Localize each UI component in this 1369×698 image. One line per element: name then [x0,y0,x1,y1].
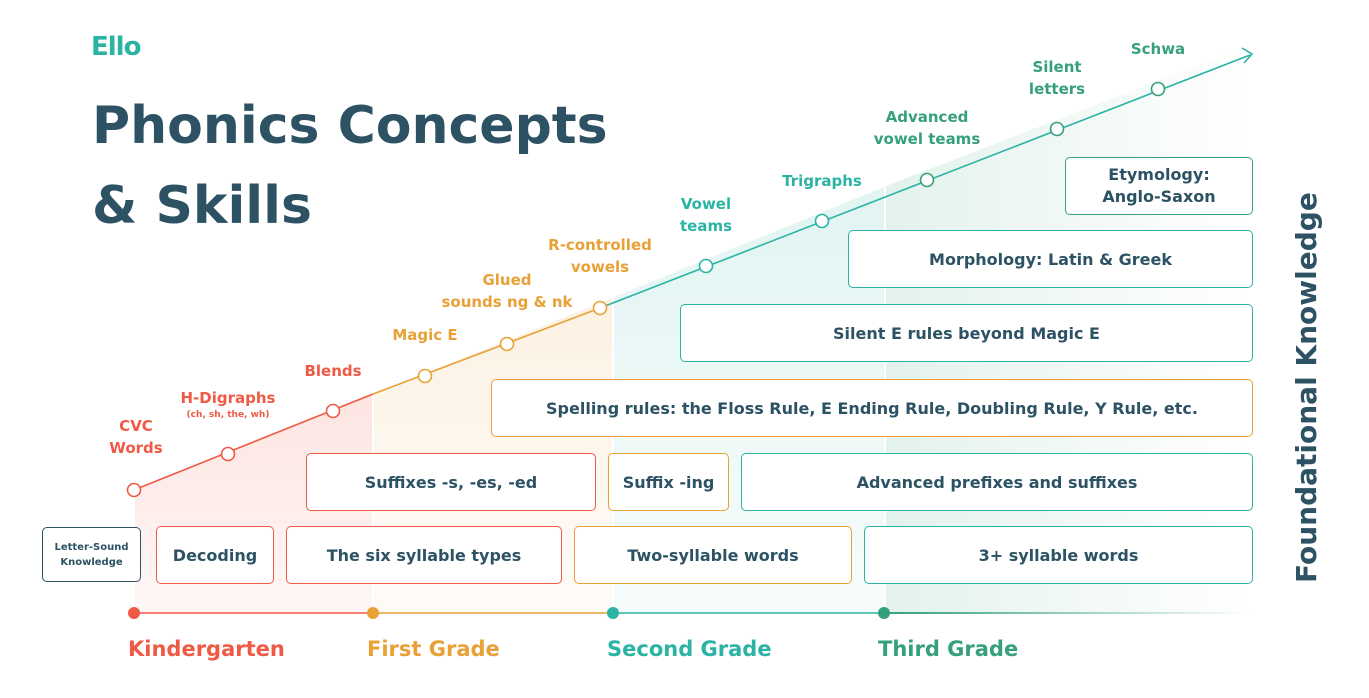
milestone-schwa: Schwa [1130,40,1186,58]
grade-dot-third [878,607,890,619]
side-label-foundational-knowledge: Foundational Knowledge [1290,192,1323,583]
milestone-blends: Blends [304,362,362,380]
progress-line-yellow [372,307,601,395]
milestone-dot [698,258,714,274]
milestone-advanced-vowel-teams: Advanced vowel teams [873,108,981,148]
box-three-syllable-words: 3+ syllable words [864,526,1253,584]
milestone-h-digraphs: H-Digraphs(ch, sh, the, wh) [180,389,276,420]
grade-axis-3 [884,612,1250,614]
milestone-vowel-teams: Vowel teams [679,195,733,235]
box-six-syllable-types: The six syllable types [286,526,562,584]
page-title-line2: & Skills [92,176,312,236]
grade-dot-second [607,607,619,619]
arrow-head-icon [1241,47,1254,64]
box-silent-e-rules: Silent E rules beyond Magic E [680,304,1253,362]
milestone-dot [499,336,515,352]
milestone-dot [592,300,608,316]
page-title-line1: Phonics Concepts [92,96,608,156]
grade-kindergarten: Kindergarten [128,637,285,661]
grade-dot-first [367,607,379,619]
ello-logo: Ello [91,32,141,62]
grade-dot-kindergarten [128,607,140,619]
milestone-r-controlled: R-controlled vowels [548,236,652,276]
milestone-dot [1150,81,1166,97]
box-etymology: Etymology: Anglo-Saxon [1065,157,1253,215]
grade-second: Second Grade [607,637,772,661]
box-morphology: Morphology: Latin & Greek [848,230,1253,288]
milestone-cvc-words: CVC Words [109,417,163,457]
box-suffix-ing: Suffix -ing [608,453,729,511]
box-decoding: Decoding [156,526,274,584]
milestone-magic-e: Magic E [392,326,458,344]
milestone-dot [919,172,935,188]
box-letter-sound-knowledge: Letter-Sound Knowledge [42,527,141,582]
milestone-trigraphs: Trigraphs [782,172,862,190]
grade-first: First Grade [367,637,500,661]
box-advanced-prefixes-suffixes: Advanced prefixes and suffixes [741,453,1253,511]
grade-third: Third Grade [878,637,1019,661]
box-two-syllable-words: Two-syllable words [574,526,852,584]
milestone-dot [814,213,830,229]
milestone-dot [126,482,142,498]
milestone-dot [220,446,236,462]
milestone-glued-sounds: Glued sounds ng & nk [441,271,573,311]
milestone-silent-letters: Silent letters [1028,58,1086,98]
milestone-dot [417,368,433,384]
milestone-dot [1049,121,1065,137]
milestone-dot [325,403,341,419]
box-spelling-rules: Spelling rules: the Floss Rule, E Ending… [491,379,1253,437]
box-suffixes-s-es-ed: Suffixes -s, -es, -ed [306,453,596,511]
